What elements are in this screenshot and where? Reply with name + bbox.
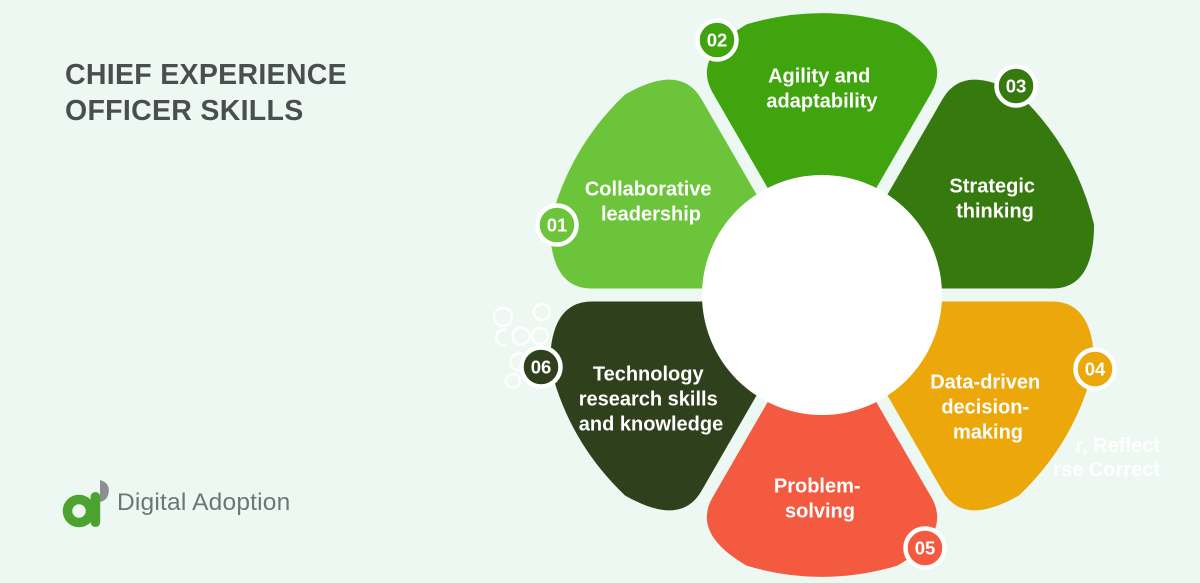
label-technology-research: Technology research skills and knowledge — [579, 364, 724, 436]
badge-03-circle — [994, 64, 1038, 108]
label-data-driven-decision-making: Data-driven decision- making — [930, 372, 1046, 444]
center-circle — [702, 175, 942, 415]
badge-01: 01 — [535, 203, 579, 247]
badge-01-circle — [535, 203, 579, 247]
badge-05: 05 — [903, 526, 947, 570]
page-title: CHIEF EXPERIENCE OFFICER SKILLS — [65, 57, 347, 129]
bubble-icon — [511, 326, 531, 346]
badge-03: 03 — [994, 64, 1038, 108]
page-title-line-2: OFFICER SKILLS — [65, 95, 304, 127]
bubble-icon — [492, 306, 514, 328]
bubble-icon — [530, 326, 550, 346]
number-badges-group: 01 02 03 04 05 06 — [519, 18, 1117, 570]
bubble-open-icon — [494, 328, 508, 347]
logo-text: Digital Adoption — [117, 489, 291, 516]
watermark-line-2: rse Correct — [1053, 459, 1160, 481]
label-collaborative-leadership: Collaborative leadership — [585, 179, 717, 226]
bubble-icon — [504, 372, 522, 390]
bubble-icon — [532, 302, 552, 322]
badge-05-number: 05 — [915, 538, 936, 559]
watermark-line-1: r, Reflect — [1075, 435, 1160, 457]
page-title-line-1: CHIEF EXPERIENCE — [65, 59, 347, 91]
label-problem-solving: Problem- solving — [774, 476, 866, 523]
badge-05-circle — [903, 526, 947, 570]
badge-06-number: 06 — [531, 357, 552, 378]
watermark-text: r, Reflect rse Correct — [1018, 434, 1160, 482]
badge-01-number: 01 — [547, 215, 568, 236]
logo-a-icon — [62, 480, 109, 528]
badge-06: 06 — [519, 345, 563, 389]
badge-04-number: 04 — [1085, 359, 1106, 380]
badge-06-circle — [519, 345, 563, 389]
badge-02: 02 — [695, 18, 739, 62]
badge-04-circle — [1073, 347, 1117, 391]
digital-adoption-logo: Digital Adoption — [62, 478, 290, 528]
badge-04: 04 — [1073, 347, 1117, 391]
petal-agility-adaptability — [706, 13, 938, 256]
petal-problem-solving — [706, 334, 938, 577]
petal-labels-group: Collaborative leadership Agility and ada… — [579, 66, 1046, 523]
badge-02-circle — [695, 18, 739, 62]
label-strategic-thinking: Strategic thinking — [949, 176, 1040, 223]
badge-02-number: 02 — [707, 30, 728, 51]
badge-03-number: 03 — [1006, 76, 1027, 97]
label-agility-adaptability: Agility and adaptability — [766, 66, 878, 113]
